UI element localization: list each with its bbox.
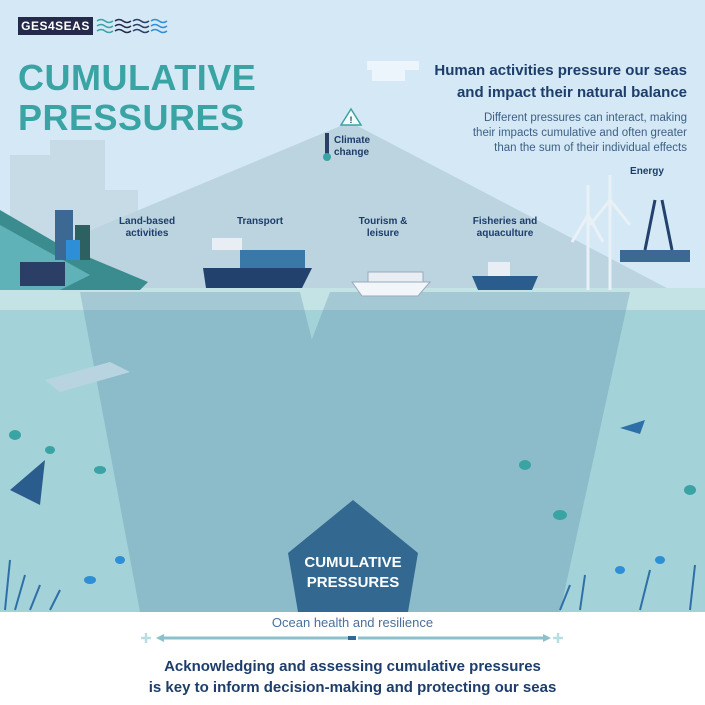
climate-line-1: Climate [334, 135, 371, 146]
label-fisheries: Fisheries and aquaculture [460, 216, 550, 240]
center-line-2: PRESSURES [306, 574, 400, 591]
heading-line-2: and impact their natural balance [456, 84, 687, 101]
fisheries-line-1: Fisheries and [472, 216, 538, 227]
label-land-based: Land-based activities [102, 216, 192, 240]
sea-surface [0, 288, 705, 310]
fisheries-line-2: aquaculture [476, 228, 534, 239]
label-tourism: Tourism & leisure [338, 216, 428, 240]
pressure-mountain [0, 122, 705, 308]
health-scale-arrow [156, 634, 551, 642]
center-line-1: CUMULATIVE [304, 554, 402, 571]
warning-icon: ! [339, 107, 363, 126]
footer-line-2: is key to inform decision-making and pro… [148, 679, 557, 696]
ges4seas-logo: GES4SEAS [18, 17, 93, 35]
transport-ship [203, 238, 312, 288]
label-energy: Energy [630, 166, 664, 177]
intro-heading: Human activities pressure our seas and i… [434, 60, 687, 104]
thermometer-icon [323, 133, 331, 161]
land-line-2: activities [125, 228, 169, 239]
marine-life [9, 362, 696, 584]
plus-icon [141, 633, 563, 643]
tourism-boat [351, 271, 432, 297]
sea [0, 292, 705, 612]
tourism-line-1: Tourism & [358, 216, 408, 227]
page-title: CUMULATIVE PRESSURES [18, 58, 256, 138]
tourism-line-2: leisure [366, 228, 400, 239]
title-line-1: CUMULATIVE [18, 57, 257, 98]
footer-message: Acknowledging and assessing cumulative p… [0, 656, 705, 698]
heading-line-1: Human activities pressure our seas [434, 62, 687, 79]
cumulative-pressures-core [288, 500, 418, 612]
label-climate-change: Climate change [334, 135, 394, 159]
body-line-1: Different pressures can interact, making [483, 112, 687, 124]
title-line-2: PRESSURES [18, 97, 245, 138]
land-line-1: Land-based [118, 216, 176, 227]
cumulative-pressures-label: CUMULATIVE PRESSURES [290, 553, 416, 593]
svg-text:!: ! [350, 115, 353, 125]
land-coast [0, 210, 148, 290]
ocean-health-label: Ocean health and resilience [271, 615, 434, 630]
body-line-3: than the sum of their individual effects [494, 142, 687, 154]
body-line-2: their impacts cumulative and often great… [472, 127, 687, 139]
energy-installations [570, 175, 690, 290]
fishing-boat [472, 262, 538, 290]
coral [4, 559, 696, 611]
waves-logo-icon [96, 18, 168, 34]
climate-line-2: change [334, 147, 370, 158]
label-transport: Transport [236, 216, 284, 227]
intro-body: Different pressures can interact, making… [367, 111, 687, 156]
footer-line-1: Acknowledging and assessing cumulative p… [164, 658, 541, 675]
